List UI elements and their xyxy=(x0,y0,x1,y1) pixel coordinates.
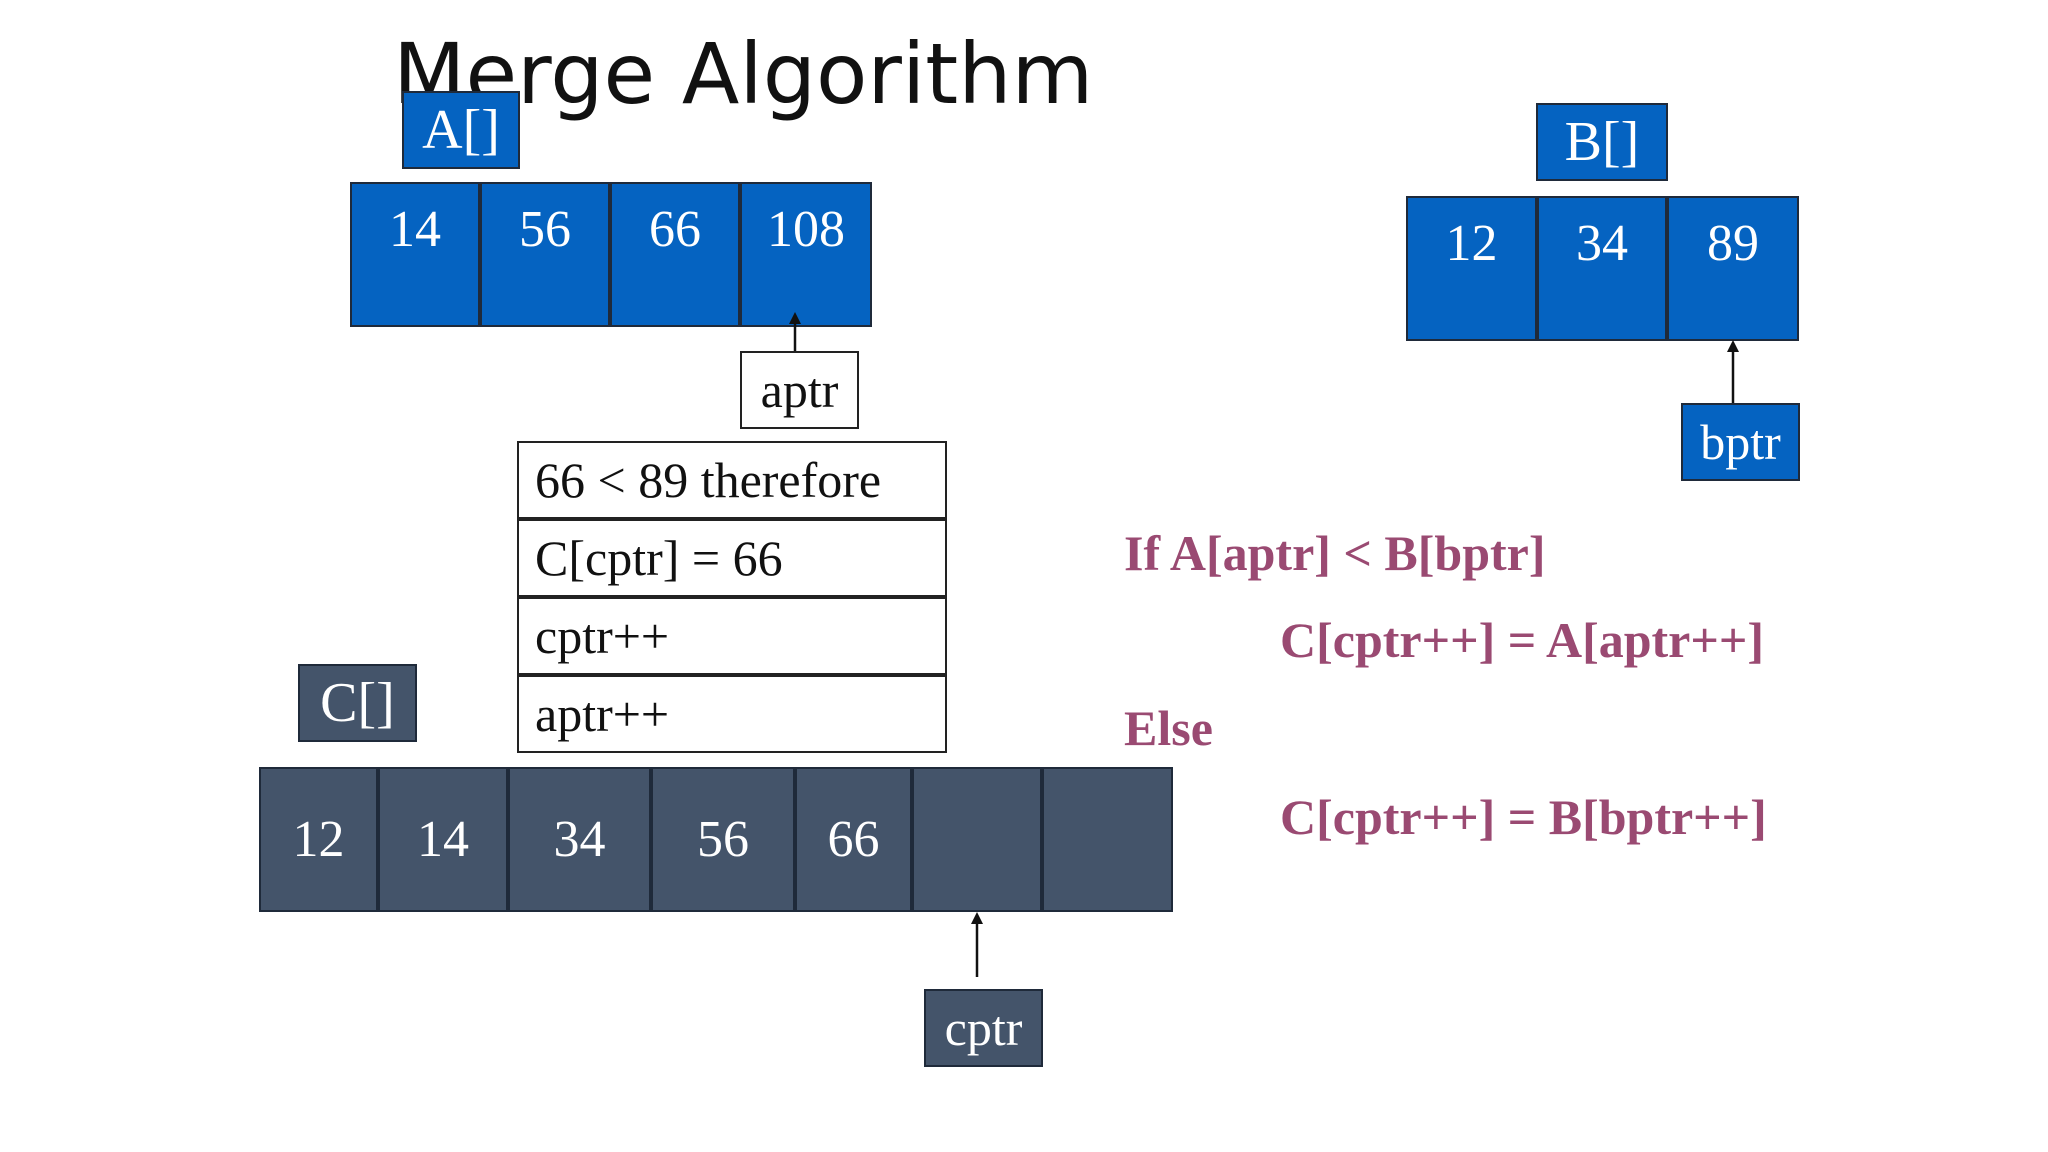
array-c-cell: 34 xyxy=(508,767,651,912)
code-else-line: Else xyxy=(1124,700,1213,756)
array-c-cell: 66 xyxy=(795,767,912,912)
array-c-cell: 14 xyxy=(378,767,508,912)
array-c-cell xyxy=(1042,767,1173,912)
array-b-cell: 34 xyxy=(1537,196,1667,341)
array-a-cell: 56 xyxy=(480,182,610,327)
note-row: C[cptr] = 66 xyxy=(517,519,947,597)
array-c-cell xyxy=(912,767,1042,912)
aptr-arrowhead xyxy=(789,312,801,324)
note-row: 66 < 89 therefore xyxy=(517,441,947,519)
cptr-arrowhead xyxy=(971,912,983,924)
code-else-statement: C[cptr++] = B[bptr++] xyxy=(1280,789,1767,845)
array-a-cell: 108 xyxy=(740,182,872,327)
array-b-cell: 89 xyxy=(1667,196,1799,341)
array-c-label: C[] xyxy=(298,664,417,742)
code-then-line: C[cptr++] = A[aptr++] xyxy=(1280,612,1765,668)
note-row: cptr++ xyxy=(517,597,947,675)
array-c-cell: 56 xyxy=(651,767,795,912)
code-if-line: If A[aptr] < B[bptr] xyxy=(1124,525,1546,581)
array-a-label: A[] xyxy=(402,91,520,169)
array-a-cell: 66 xyxy=(610,182,740,327)
array-b-cell: 12 xyxy=(1406,196,1537,341)
aptr-pointer: aptr xyxy=(740,351,859,429)
note-row: aptr++ xyxy=(517,675,947,753)
bptr-pointer: bptr xyxy=(1681,403,1800,481)
cptr-pointer: cptr xyxy=(924,989,1043,1067)
array-a-cell: 14 xyxy=(350,182,480,327)
bptr-arrowhead xyxy=(1727,340,1739,352)
array-b-label: B[] xyxy=(1536,103,1668,181)
array-c-cell: 12 xyxy=(259,767,378,912)
